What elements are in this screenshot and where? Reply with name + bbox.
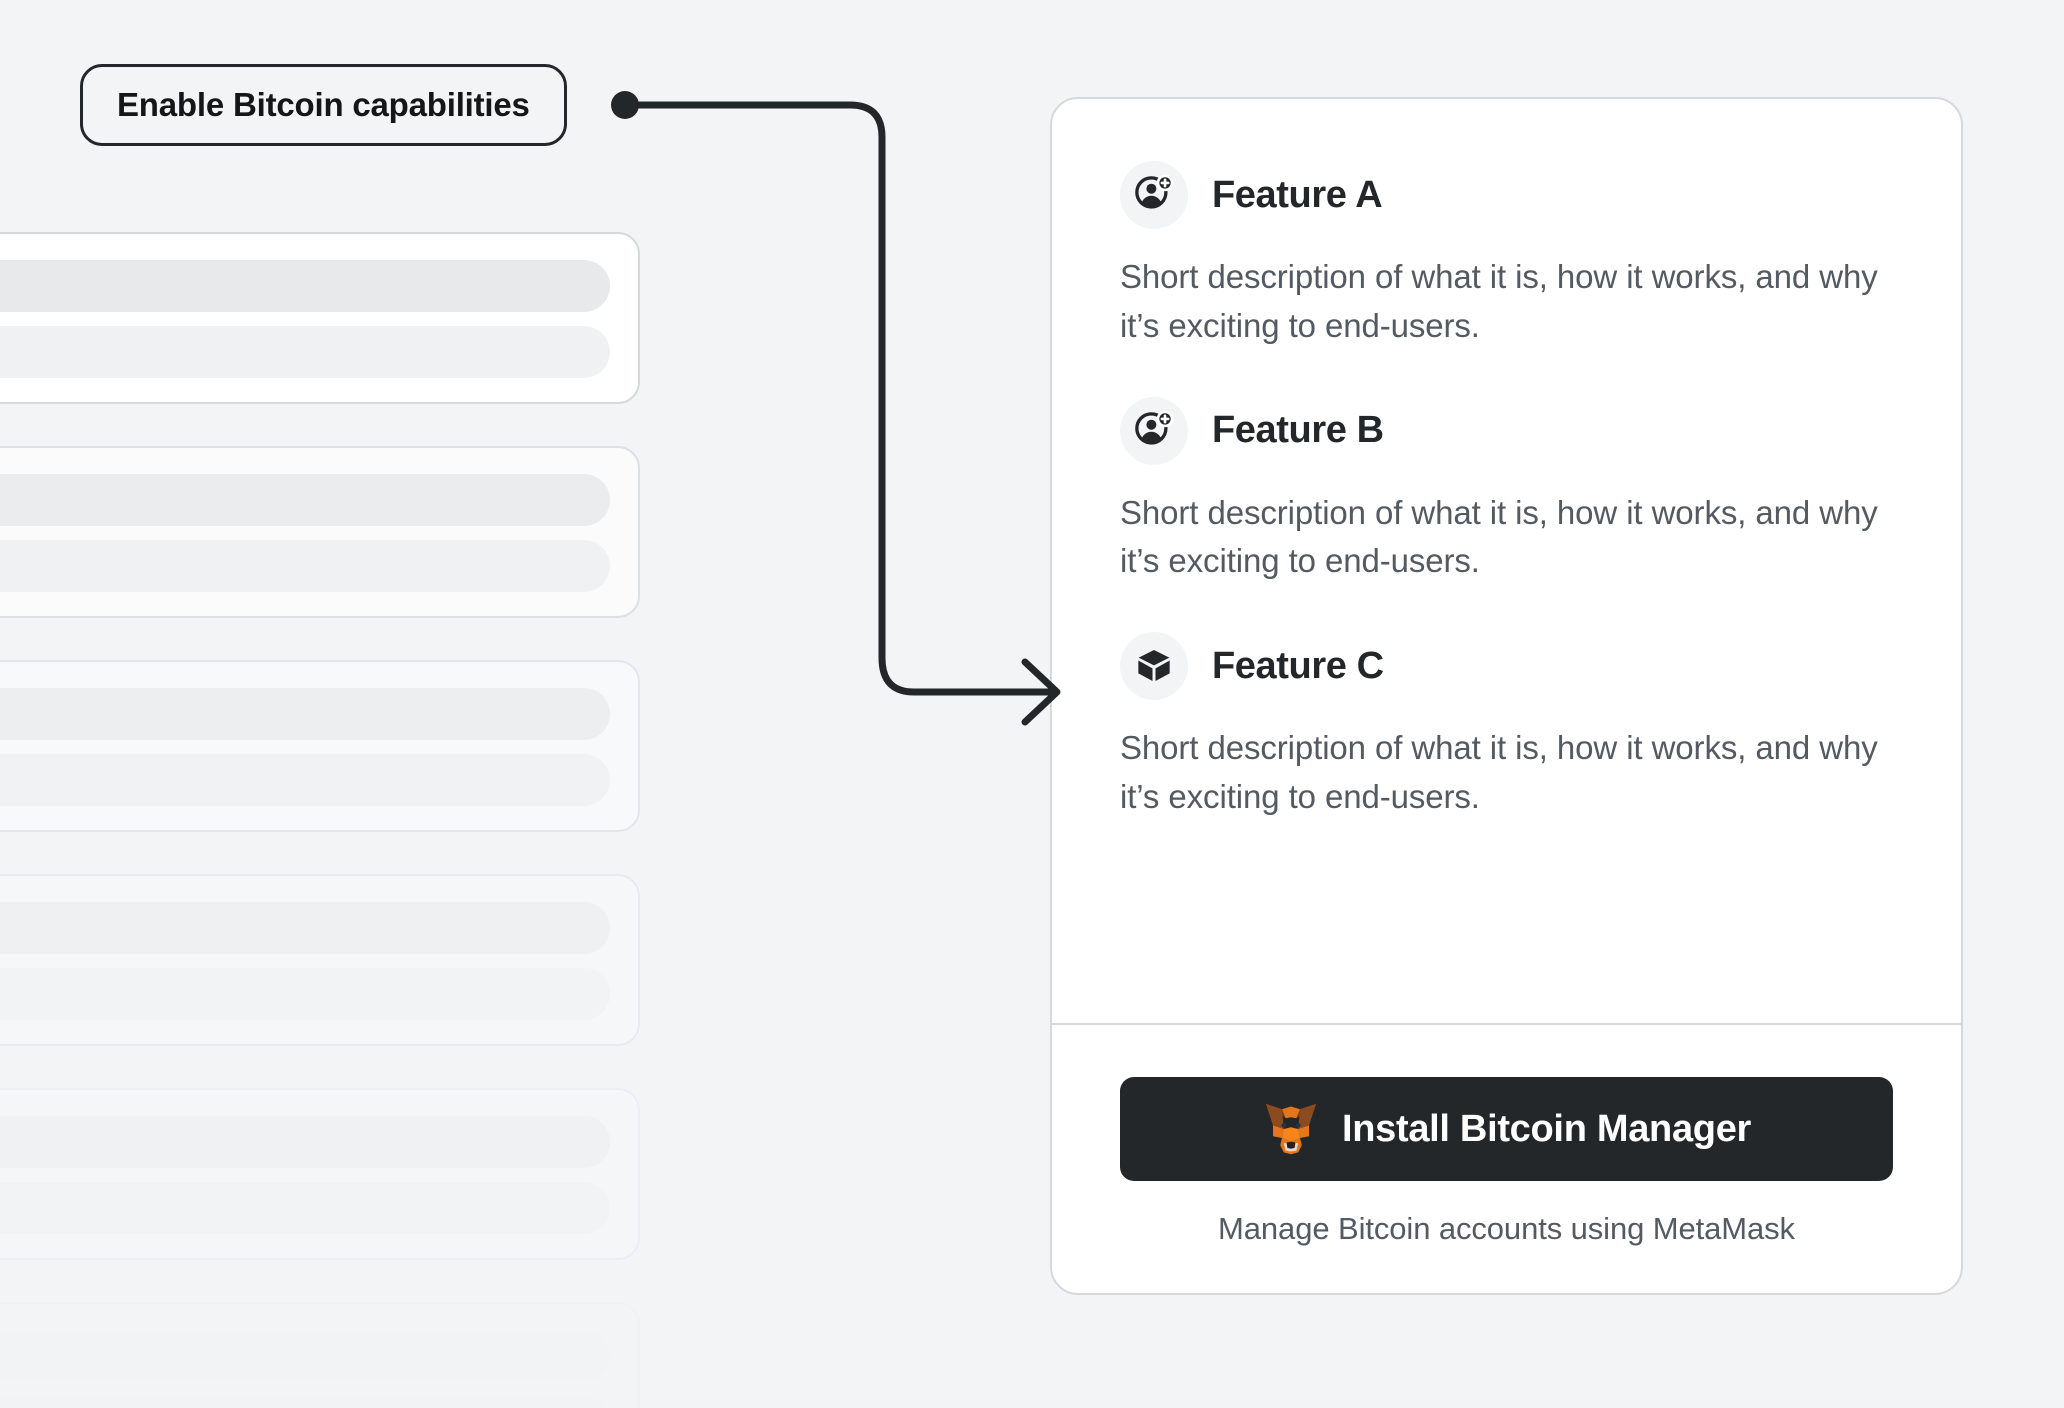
- skeleton-card-list: [0, 232, 640, 1408]
- skeleton-card: [0, 1302, 640, 1408]
- metamask-fox-icon: [1262, 1102, 1320, 1156]
- feature-title: Feature B: [1212, 409, 1384, 452]
- feature-header: Feature A: [1120, 161, 1893, 229]
- skeleton-card: [0, 1088, 640, 1260]
- install-caption: Manage Bitcoin accounts using MetaMask: [1218, 1211, 1795, 1246]
- arrow-connector: [621, 101, 1061, 726]
- feature-card: Feature A Short description of what it i…: [1050, 97, 1963, 1295]
- skeleton-bar-primary: [0, 1330, 610, 1382]
- skeleton-card: [0, 232, 640, 404]
- skeleton-bar-primary: [0, 1116, 610, 1168]
- add-account-icon: [1120, 161, 1188, 229]
- feature-title: Feature A: [1212, 173, 1383, 216]
- skeleton-card: [0, 874, 640, 1046]
- skeleton-bar-primary: [0, 260, 610, 312]
- skeleton-card: [0, 446, 640, 618]
- skeleton-bar-primary: [0, 902, 610, 954]
- skeleton-card: [0, 660, 640, 832]
- feature-title: Feature C: [1212, 644, 1384, 687]
- annotation-pill: Enable Bitcoin capabilities: [80, 64, 567, 146]
- arrow-path: [621, 101, 1059, 696]
- feature-row: Feature A Short description of what it i…: [1120, 161, 1893, 351]
- feature-description: Short description of what it is, how it …: [1120, 493, 1878, 580]
- feature-list: Feature A Short description of what it i…: [1052, 99, 1961, 979]
- install-bitcoin-manager-button[interactable]: Install Bitcoin Manager: [1120, 1077, 1893, 1181]
- skeleton-bar-secondary: [0, 1396, 610, 1408]
- feature-header: Feature C: [1120, 632, 1893, 701]
- feature-header: Feature B: [1120, 396, 1893, 465]
- feature-row: Feature B Short description of what it i…: [1120, 396, 1893, 587]
- feature-row: Feature C Short description of what it i…: [1120, 632, 1893, 822]
- feature-description: Short description of what it is, how it …: [1120, 258, 1878, 344]
- skeleton-bar-secondary: [0, 326, 610, 378]
- cube-icon: [1120, 632, 1188, 701]
- install-button-label: Install Bitcoin Manager: [1341, 1107, 1752, 1150]
- skeleton-bar-secondary: [0, 754, 610, 806]
- annotation-label: Enable Bitcoin capabilities: [117, 86, 530, 123]
- card-footer: Install Bitcoin Manager Manage Bitcoin a…: [1052, 1025, 1961, 1293]
- connector-dot: [611, 91, 639, 119]
- skeleton-bar-secondary: [0, 968, 610, 1020]
- skeleton-bar-secondary: [0, 1182, 610, 1234]
- card-divider: [1052, 1023, 1961, 1025]
- add-account-icon: [1120, 396, 1188, 465]
- skeleton-bar-primary: [0, 474, 610, 526]
- skeleton-bar-secondary: [0, 540, 610, 592]
- arrow-head: [1021, 658, 1061, 726]
- feature-description: Short description of what it is, how it …: [1120, 729, 1878, 816]
- skeleton-bar-primary: [0, 688, 610, 740]
